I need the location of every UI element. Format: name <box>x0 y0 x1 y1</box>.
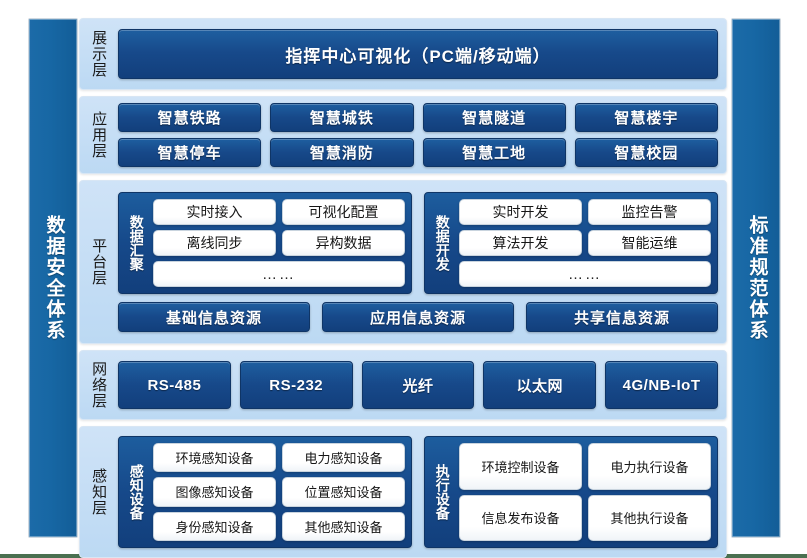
platform-group-aggregation-label: 数据汇聚 <box>128 215 145 271</box>
actuator-devices-cells: 环境控制设备 电力执行设备 信息发布设备 其他执行设备 <box>459 443 711 541</box>
cell-development-more[interactable]: …… <box>459 261 711 287</box>
layer-platform-body: 数据汇聚 实时接入 可视化配置 离线同步 异构数据 …… <box>116 181 726 343</box>
layer-network-label: 网络层 <box>90 361 108 409</box>
network-item-rs485[interactable]: RS-485 <box>118 361 231 409</box>
app-item-smart-railway[interactable]: 智慧铁路 <box>118 103 262 132</box>
layer-perception-body: 感知设备 环境感知设备 电力感知设备 图像感知设备 位置感知设备 身份感知设备 … <box>116 427 726 557</box>
resource-basic-information[interactable]: 基础信息资源 <box>118 302 310 332</box>
platform-group-development-label: 数据开发 <box>434 215 451 271</box>
layer-application: 应用层 智慧铁路 智慧城铁 智慧隧道 智慧楼宇 智慧停车 智慧消防 智慧工地 智… <box>79 96 727 174</box>
platform-group-data-aggregation: 数据汇聚 实时接入 可视化配置 离线同步 异构数据 …… <box>118 192 412 294</box>
side-bar-data-security: 数据安全体系 <box>28 18 78 538</box>
sensor-identity[interactable]: 身份感知设备 <box>153 511 276 541</box>
command-center-banner[interactable]: 指挥中心可视化（PC端/移动端） <box>118 29 718 79</box>
layer-platform: 平台层 数据汇聚 实时接入 可视化配置 离线同步 异构数据 …… <box>79 180 727 344</box>
app-item-smart-tunnel[interactable]: 智慧隧道 <box>422 103 566 132</box>
platform-groups: 数据汇聚 实时接入 可视化配置 离线同步 异构数据 …… <box>118 192 718 294</box>
cell-visual-config[interactable]: 可视化配置 <box>282 199 405 225</box>
actuator-other[interactable]: 其他执行设备 <box>588 494 711 541</box>
layer-application-label: 应用层 <box>90 111 108 159</box>
app-item-smart-construction[interactable]: 智慧工地 <box>422 138 566 167</box>
layer-application-body: 智慧铁路 智慧城铁 智慧隧道 智慧楼宇 智慧停车 智慧消防 智慧工地 智慧校园 <box>116 97 726 173</box>
perception-group-actuator-devices: 执行设备 环境控制设备 电力执行设备 信息发布设备 其他执行设备 <box>424 436 718 548</box>
app-item-smart-parking[interactable]: 智慧停车 <box>118 138 262 167</box>
sensing-devices-cells: 环境感知设备 电力感知设备 图像感知设备 位置感知设备 身份感知设备 其他感知设… <box>153 443 405 541</box>
app-item-smart-campus[interactable]: 智慧校园 <box>574 138 718 167</box>
cell-intelligent-ops[interactable]: 智能运维 <box>588 230 711 256</box>
actuator-devices-label: 执行设备 <box>434 464 451 520</box>
resource-application-information[interactable]: 应用信息资源 <box>322 302 514 332</box>
cell-realtime-development[interactable]: 实时开发 <box>459 199 582 225</box>
layer-platform-label: 平台层 <box>90 238 108 286</box>
actuator-environment-control[interactable]: 环境控制设备 <box>459 443 582 490</box>
network-item-4g-nbiot[interactable]: 4G/NB-IoT <box>605 361 718 409</box>
cell-monitoring-alarm[interactable]: 监控告警 <box>588 199 711 225</box>
actuator-power[interactable]: 电力执行设备 <box>588 443 711 490</box>
platform-development-cells: 实时开发 监控告警 算法开发 智能运维 …… <box>459 199 711 287</box>
sensor-power[interactable]: 电力感知设备 <box>282 443 405 473</box>
platform-group-data-development: 数据开发 实时开发 监控告警 算法开发 智能运维 …… <box>424 192 718 294</box>
layer-presentation-body: 指挥中心可视化（PC端/移动端） <box>116 19 726 89</box>
side-bar-left-label: 数据安全体系 <box>43 215 65 341</box>
cell-offline-sync[interactable]: 离线同步 <box>153 230 276 256</box>
sensor-location[interactable]: 位置感知设备 <box>282 477 405 507</box>
sensor-environment[interactable]: 环境感知设备 <box>153 443 276 473</box>
platform-resource-row: 基础信息资源 应用信息资源 共享信息资源 <box>118 302 718 332</box>
layer-network-body: RS-485 RS-232 光纤 以太网 4G/NB-IoT <box>116 351 726 419</box>
layer-presentation: 展示层 指挥中心可视化（PC端/移动端） <box>79 18 727 90</box>
app-item-smart-metro[interactable]: 智慧城铁 <box>270 103 414 132</box>
cell-algorithm-development[interactable]: 算法开发 <box>459 230 582 256</box>
sensing-devices-label: 感知设备 <box>128 464 145 520</box>
platform-aggregation-cells: 实时接入 可视化配置 离线同步 异构数据 …… <box>153 199 405 287</box>
cell-realtime-ingest[interactable]: 实时接入 <box>153 199 276 225</box>
layer-presentation-label: 展示层 <box>90 30 108 78</box>
side-bar-right-label: 标准规范体系 <box>746 215 768 341</box>
sensor-other[interactable]: 其他感知设备 <box>282 511 405 541</box>
layer-perception-label: 感知层 <box>90 468 108 516</box>
side-bar-standards: 标准规范体系 <box>731 18 781 538</box>
sensor-image[interactable]: 图像感知设备 <box>153 477 276 507</box>
cell-heterogeneous-data[interactable]: 异构数据 <box>282 230 405 256</box>
app-item-smart-building[interactable]: 智慧楼宇 <box>574 103 718 132</box>
network-item-fiber[interactable]: 光纤 <box>361 361 475 409</box>
network-item-rs232[interactable]: RS-232 <box>239 361 353 409</box>
layer-perception: 感知层 感知设备 环境感知设备 电力感知设备 图像感知设备 位置感知设备 身份感… <box>79 426 727 558</box>
layer-stack: 展示层 指挥中心可视化（PC端/移动端） 应用层 智慧铁路 智慧城铁 智慧隧道 … <box>79 18 727 558</box>
network-grid: RS-485 RS-232 光纤 以太网 4G/NB-IoT <box>118 361 718 409</box>
application-grid: 智慧铁路 智慧城铁 智慧隧道 智慧楼宇 智慧停车 智慧消防 智慧工地 智慧校园 <box>118 103 718 167</box>
actuator-information-release[interactable]: 信息发布设备 <box>459 494 582 541</box>
network-item-ethernet[interactable]: 以太网 <box>483 361 597 409</box>
development-more-dots: …… <box>568 265 602 283</box>
cell-aggregation-more[interactable]: …… <box>153 261 405 287</box>
layer-network: 网络层 RS-485 RS-232 光纤 以太网 4G/NB-IoT <box>79 350 727 420</box>
perception-group-sensing-devices: 感知设备 环境感知设备 电力感知设备 图像感知设备 位置感知设备 身份感知设备 … <box>118 436 412 548</box>
resource-shared-information[interactable]: 共享信息资源 <box>526 302 718 332</box>
app-item-smart-firefighting[interactable]: 智慧消防 <box>270 138 414 167</box>
aggregation-more-dots: …… <box>262 265 296 283</box>
